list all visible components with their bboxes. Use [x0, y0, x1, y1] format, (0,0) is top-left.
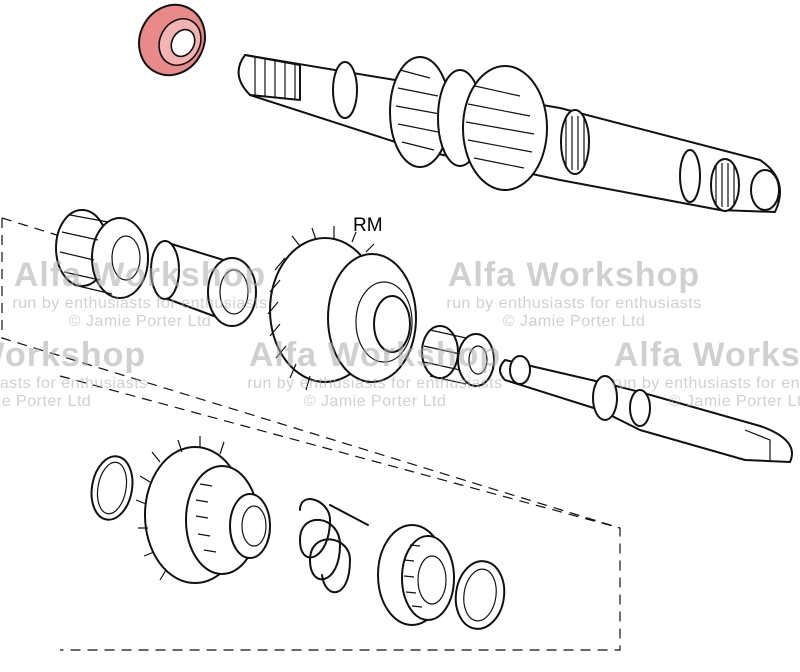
reverse-gear-rm[interactable] [267, 226, 417, 391]
synchro-gear[interactable] [135, 436, 271, 584]
part-label-rm: RM [353, 215, 383, 236]
dashed-assembly-frame [1, 217, 621, 651]
synchro-sleeve[interactable] [377, 524, 455, 626]
circlip-left[interactable] [87, 453, 138, 523]
synchro-spring[interactable] [299, 498, 369, 594]
reverse-shaft[interactable] [499, 355, 793, 463]
spacer-bush[interactable] [150, 240, 257, 327]
needle-bearing-small[interactable] [421, 325, 495, 387]
main-shaft[interactable] [237, 54, 781, 213]
synchro-ring[interactable] [452, 558, 509, 632]
oil-seal-highlighted[interactable] [127, 0, 217, 87]
needle-bearing-left[interactable] [55, 209, 149, 299]
